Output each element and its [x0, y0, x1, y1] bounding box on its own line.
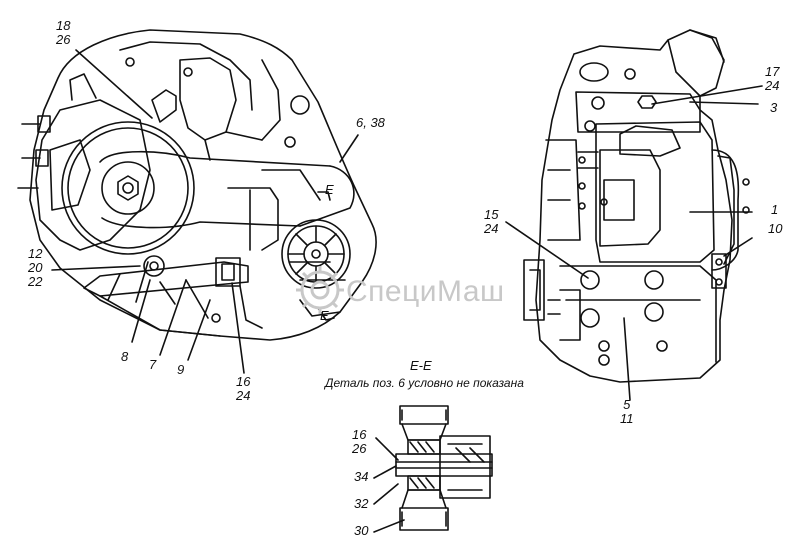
callout-34: 34 [354, 469, 369, 484]
callout-26: 26 [352, 441, 367, 456]
callout-18: 18 [56, 18, 71, 33]
section-title: E-E [410, 358, 432, 373]
callout-24: 24 [484, 221, 499, 236]
callout-5-11: 5 11 [620, 398, 634, 426]
callout-16: 16 [236, 374, 251, 389]
callout-17: 17 [765, 64, 780, 79]
callout-7: 7 [149, 357, 157, 372]
callout-3: 3 [770, 100, 778, 115]
callout-16-26: 16 26 [352, 428, 366, 456]
section-e-e-view [373, 405, 493, 533]
callout-e-bottom: E [320, 308, 329, 323]
callout-26: 26 [56, 32, 71, 47]
watermark-gear-icon [296, 266, 344, 314]
callout-16-24: 16 24 [236, 375, 250, 403]
callout-1: 1 [771, 202, 779, 217]
callout-24: 24 [765, 78, 780, 93]
callout-10: 10 [768, 221, 783, 236]
callout-9: 9 [177, 362, 185, 377]
right-view-assembly [505, 29, 763, 401]
callout-22: 22 [28, 274, 43, 289]
callout-11: 11 [620, 411, 634, 426]
callout-12: 12 [28, 246, 43, 261]
callout-17-24: 17 24 [765, 65, 779, 93]
section-subtitle: Деталь поз. 6 условно не показана [325, 376, 524, 390]
callout-8: 8 [121, 349, 129, 364]
callout-6-38: 6, 38 [356, 115, 385, 130]
callout-15-24: 15 24 [484, 208, 498, 236]
callout-16: 16 [352, 427, 367, 442]
callout-20: 20 [28, 260, 43, 275]
callout-18-26: 18 26 [56, 19, 70, 47]
callout-30: 30 [354, 523, 369, 538]
watermark-text: СпециМаш [346, 275, 505, 308]
callout-5: 5 [623, 397, 631, 412]
callout-15: 15 [484, 207, 499, 222]
callout-12-20-22: 12 20 22 [28, 247, 42, 289]
callout-24: 24 [236, 388, 251, 403]
callout-32: 32 [354, 496, 369, 511]
callout-e-top: E [325, 182, 334, 197]
